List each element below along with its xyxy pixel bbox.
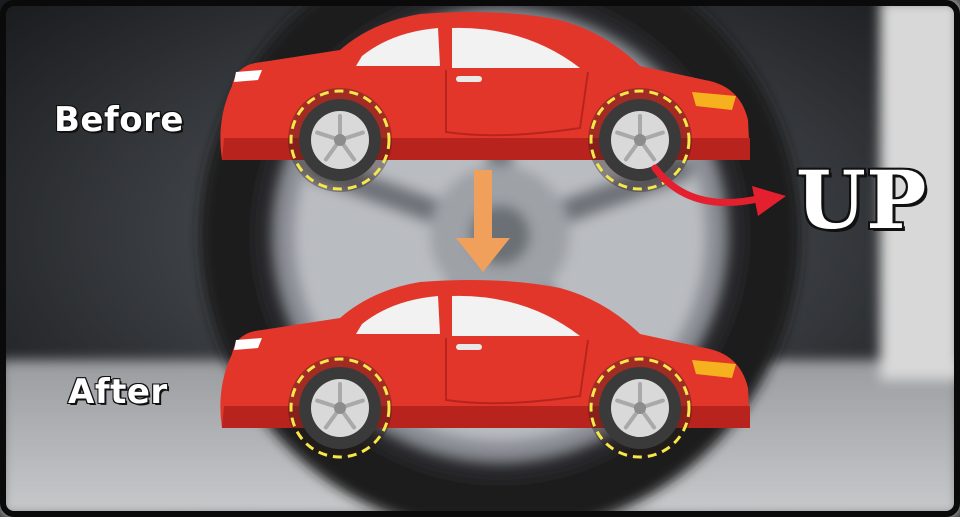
after-label: After xyxy=(67,371,168,413)
before-rear-wheel-hub xyxy=(334,134,346,146)
after-headlight xyxy=(692,360,736,378)
down-arrow-icon xyxy=(456,170,510,272)
after-rear-window xyxy=(452,295,580,336)
before-front-window xyxy=(356,28,440,66)
before-front-wheel-hub xyxy=(634,134,646,146)
after-door-line xyxy=(445,338,589,405)
after-rear-wheel-dashed-circle xyxy=(289,357,391,459)
car-after xyxy=(220,280,750,460)
after-front-wheel-dashed-circle xyxy=(589,357,691,459)
after-front-window xyxy=(356,296,440,334)
up-label: UP xyxy=(795,153,928,247)
before-headlight xyxy=(692,92,736,110)
before-door-line xyxy=(445,70,589,137)
after-front-wheel-hub xyxy=(634,402,646,414)
before-door-handle xyxy=(456,76,482,82)
before-front-wheel-dashed-circle xyxy=(589,89,691,191)
car-before xyxy=(220,12,750,192)
after-rear-wheel-hub xyxy=(334,402,346,414)
before-rear-window xyxy=(452,27,580,69)
before-label: Before xyxy=(53,99,184,141)
before-rear-wheel-dashed-circle xyxy=(289,89,391,191)
after-door-handle xyxy=(456,344,482,350)
after-taillight xyxy=(234,338,262,350)
before-taillight xyxy=(234,70,262,82)
curved-arrow-icon xyxy=(651,164,786,216)
